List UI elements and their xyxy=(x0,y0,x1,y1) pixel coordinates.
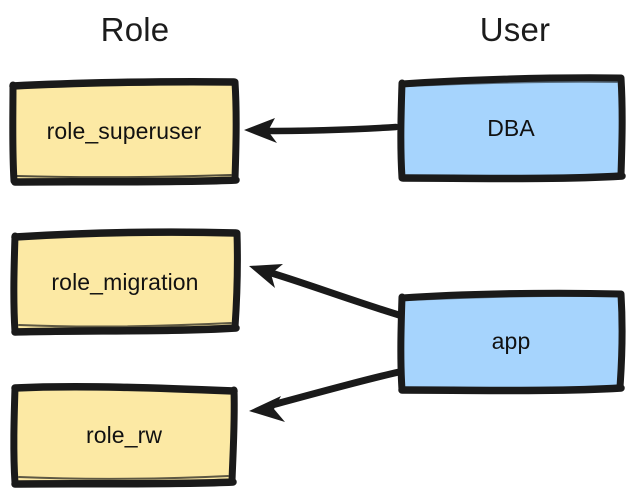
edge-app-to-role-rw xyxy=(249,368,403,422)
node-app[interactable]: app xyxy=(397,289,626,395)
node-shape-role-superuser xyxy=(9,77,240,186)
node-shape-role-rw xyxy=(10,383,238,488)
node-role-superuser[interactable]: role_superuser xyxy=(9,77,240,186)
node-shape-role-migration xyxy=(10,228,241,336)
node-shape-dba xyxy=(397,74,626,183)
node-role-migration[interactable]: role_migration xyxy=(10,228,241,336)
edge-dba-to-role-superuser xyxy=(244,118,400,143)
node-shape-app xyxy=(397,289,626,395)
node-role-rw[interactable]: role_rw xyxy=(9,382,239,488)
column-header-user: User xyxy=(479,11,551,48)
column-header-role: Role xyxy=(100,11,170,48)
node-dba[interactable]: DBA xyxy=(397,74,626,183)
edge-app-to-role-migration xyxy=(249,264,403,319)
